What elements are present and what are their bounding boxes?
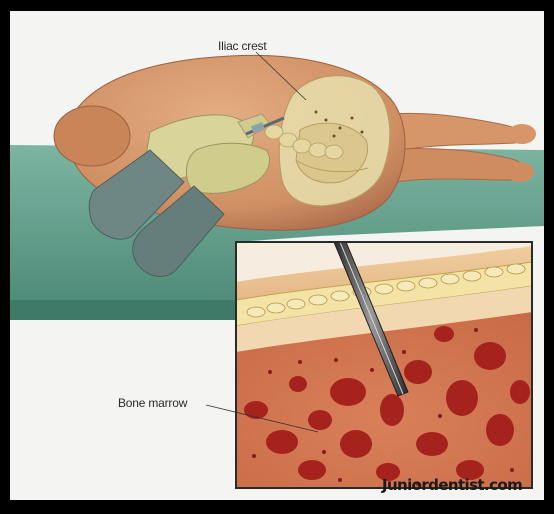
patient-foot-upper xyxy=(508,124,536,144)
iliac-crest-label: Iliac crest xyxy=(218,39,266,53)
watermark-text: Juniordentist.com xyxy=(382,476,522,494)
bone-marrow-label: Bone marrow xyxy=(118,396,187,410)
patient-foot-lower xyxy=(506,162,534,182)
table-edge xyxy=(10,300,236,320)
inset-cross-section xyxy=(236,242,532,488)
patient-head xyxy=(54,106,130,166)
